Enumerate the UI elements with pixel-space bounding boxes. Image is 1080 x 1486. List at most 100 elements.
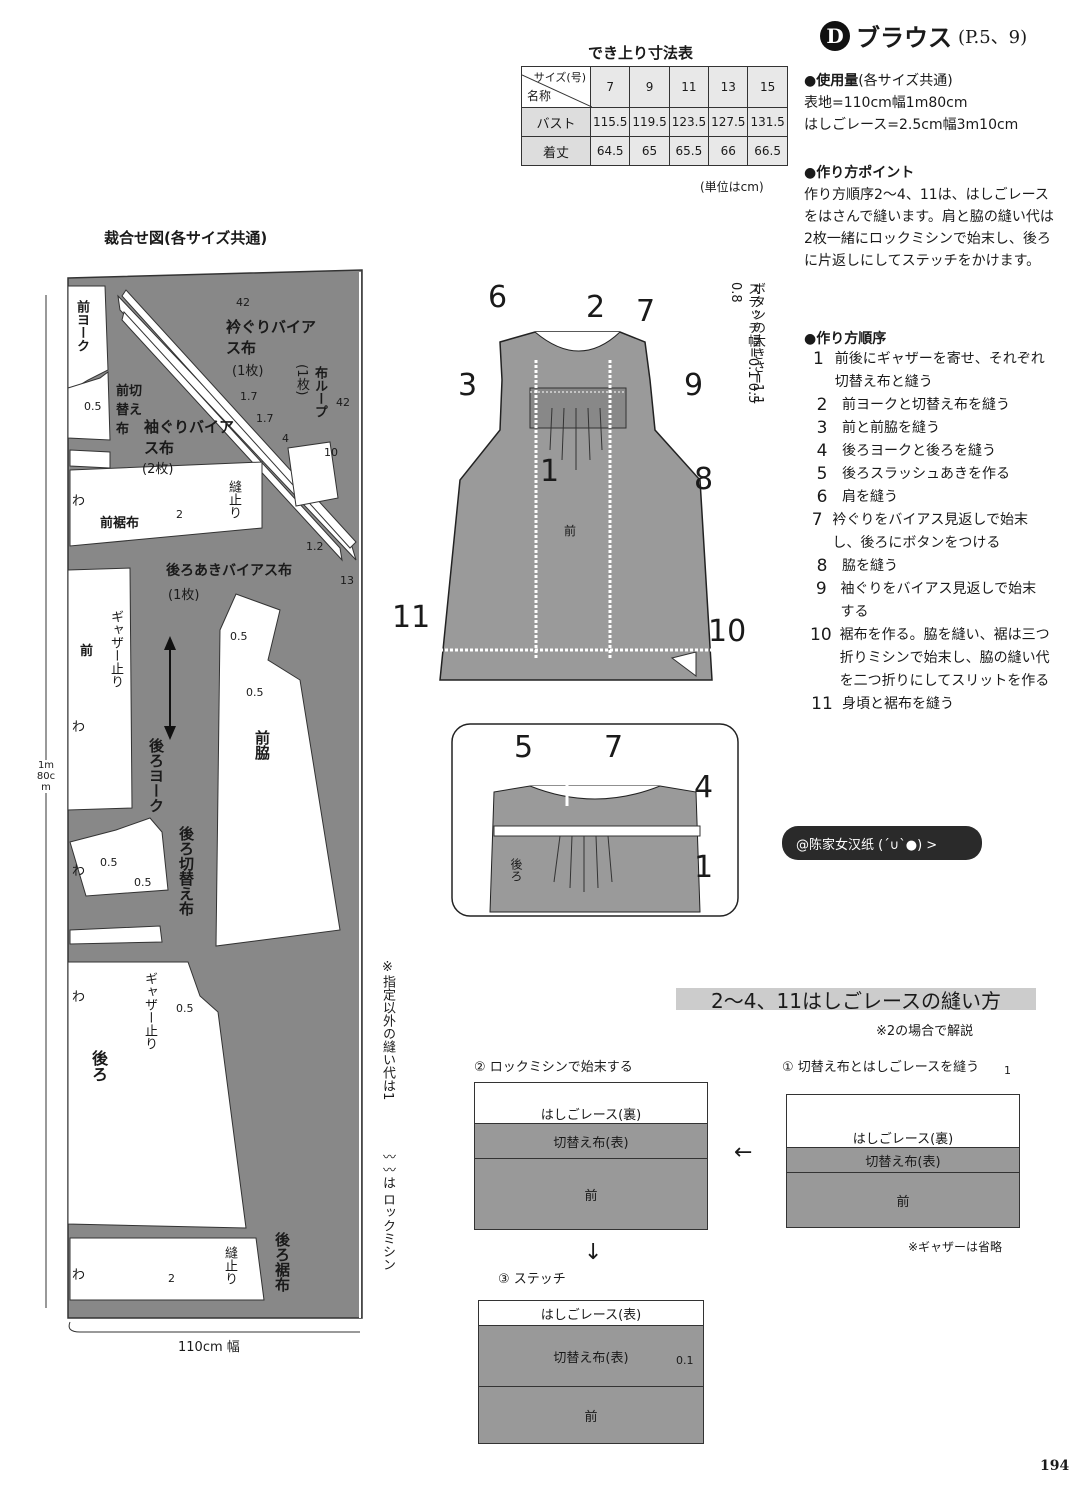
size-table-title: でき上り寸法表 (588, 44, 694, 62)
step-number: 4 (816, 441, 828, 461)
neck-bias-label: 衿ぐりバイアス布 (226, 318, 317, 357)
unit-note: (単位はcm) (700, 180, 764, 194)
step-callout: 7 (604, 730, 624, 765)
fold-label: わ (72, 494, 86, 509)
neck-bias-count: (1枚) (232, 364, 264, 379)
step-callout: 8 (694, 462, 714, 497)
table-cell: 131.5 (747, 107, 788, 137)
table-row: サイズ(号) 名称 7 9 11 13 15 (521, 66, 788, 108)
step-callout: 9 (684, 368, 704, 403)
dim-label: 0.5 (246, 686, 264, 699)
button-size-note: ボタンの大きさ=1.1 (750, 282, 765, 405)
lace-section-note: ※2の場合で解説 (876, 1024, 974, 1039)
dim-label: 1.7 (240, 390, 258, 403)
table-row: バスト 115.5 119.5 123.5 127.5 131.5 (521, 107, 788, 137)
front-body-label: 前 (564, 524, 577, 538)
table-cell: 66 (708, 136, 749, 166)
dim-label: 0.5 (134, 876, 152, 889)
row-label: 着丈 (521, 136, 591, 166)
steps-heading: ●作り方順序 (804, 331, 887, 347)
fold-label: わ (72, 720, 86, 735)
lace-step1-label: ① 切替え布とはしごレースを縫う (782, 1060, 980, 1075)
fold-label: わ (72, 864, 86, 879)
table-row: 着丈 64.5 65 65.5 66 66.5 (521, 136, 788, 166)
front-side-label: 前脇 (253, 730, 271, 760)
table-cell: 119.5 (629, 107, 670, 137)
step-number: 6 (816, 487, 828, 507)
panel-band: 切替え布(表) (479, 1326, 703, 1387)
page-number: 194 (1040, 1458, 1070, 1474)
fold-label: わ (72, 990, 86, 1005)
points-text: 作り方順序2〜4、11は、はしごレースをはさんで縫います。肩と脇の縫い代は2枚一… (804, 187, 1054, 269)
sew-stop-label: 縫止り (222, 1246, 237, 1285)
panel-band: 切替え布(表) (475, 1124, 707, 1159)
sleeve-bias-label: 袖ぐりバイアス布 (144, 418, 235, 457)
step-text: 肩を縫う (842, 489, 898, 505)
front-band: 前 (896, 1194, 910, 1210)
dim-label: 0.5 (100, 856, 118, 869)
loop-label: 布ループ (312, 366, 327, 418)
table-corner: サイズ(号) 名称 (521, 66, 592, 108)
back-label: 後ろ (89, 1050, 108, 1082)
loop-count: (1枚) (294, 364, 309, 396)
step-callout: 7 (636, 294, 656, 329)
gather-stop-label: ギャザー止り (142, 972, 157, 1050)
overlock-note: 〰〰は ロックミシン (380, 1150, 395, 1272)
size-table: サイズ(号) 名称 7 9 11 13 15 バスト 115.5 119.5 1… (521, 66, 788, 166)
usage-heading: ●使用量 (804, 73, 859, 89)
step-number: 3 (816, 418, 828, 438)
panel-band: 切替え布(表) (787, 1148, 1019, 1173)
back-detail-diagram (451, 723, 739, 917)
dim-label: 2 (168, 1272, 175, 1285)
cutting-layout (45, 269, 363, 1333)
dim-label: 0.5 (230, 630, 248, 643)
table-cell: 65.5 (668, 136, 710, 166)
step-callout: 6 (488, 280, 508, 315)
table-cell: 65 (629, 136, 670, 166)
step-text: 身頃と裾布を縫う (842, 696, 954, 712)
front-band: 前 (584, 1188, 598, 1204)
step-text: 後ろヨークと後ろを縫う (842, 443, 996, 459)
back-body-label: 後ろ (509, 858, 523, 882)
step-callout: 1 (694, 850, 714, 885)
arrow-left-icon: ← (734, 1140, 753, 1165)
step-callout: 3 (458, 368, 478, 403)
step-callout: 2 (586, 290, 606, 325)
step-item: 4 後ろヨークと後ろを縫う (810, 440, 1050, 463)
lace-step2-panel: はしごレース(裏) 切替え布(表) 前 (474, 1082, 708, 1230)
size-header: 9 (629, 66, 670, 108)
table-cell: 66.5 (747, 136, 788, 166)
step-callout: 5 (514, 730, 534, 765)
lace-band: はしごレース(表) (479, 1301, 703, 1326)
seam-allowance-note: ※指定以外の縫い代は1 (380, 960, 395, 1101)
step-callout: 1 (540, 454, 560, 489)
step-text: 衿ぐりをバイアス見返しで始末し、後ろにボタンをつける (832, 512, 1028, 551)
step-number: 8 (816, 556, 828, 576)
lace-step1-panel: はしごレース(裏) 切替え布(表) 前 (786, 1094, 1020, 1228)
lace-band: はしごレース(裏) (475, 1083, 707, 1124)
dim-label: 0.5 (176, 1002, 194, 1015)
width-label: 110cm 幅 (178, 1340, 240, 1355)
table-cell: 127.5 (708, 107, 749, 137)
step-number: 2 (816, 395, 828, 415)
lace-band: はしごレース(裏) (787, 1095, 1019, 1148)
step-number: 7 (811, 510, 823, 530)
step-text: 裾布を作る。脇を縫い、裾は三つ折りミシンで始末し、脇の縫い代を二つ折りにしてスリ… (839, 627, 1050, 689)
table-cell: 64.5 (589, 136, 631, 166)
dim-label: 42 (236, 296, 250, 309)
cutting-title: 裁合せ図(各サイズ共通) (104, 229, 268, 247)
gather-omit-note: ※ギャザーは省略 (908, 1240, 1003, 1254)
usage-line: 表地=110cm幅1m80cm (804, 95, 968, 111)
watermark-badge[interactable]: @陈家女汉纸 (´∪`●) > (782, 826, 982, 860)
step-text: 前後にギャザーを寄せ、それぞれ切替え布と縫う (834, 351, 1045, 390)
step-callout: 11 (392, 600, 431, 635)
usage-heading-note: (各サイズ共通) (858, 73, 953, 89)
lace-section-title: 2〜4、11はしごレースの縫い方 (676, 988, 1036, 1013)
title-badge: D (820, 20, 850, 51)
back-hem-label: 後ろ裾布 (273, 1232, 291, 1292)
